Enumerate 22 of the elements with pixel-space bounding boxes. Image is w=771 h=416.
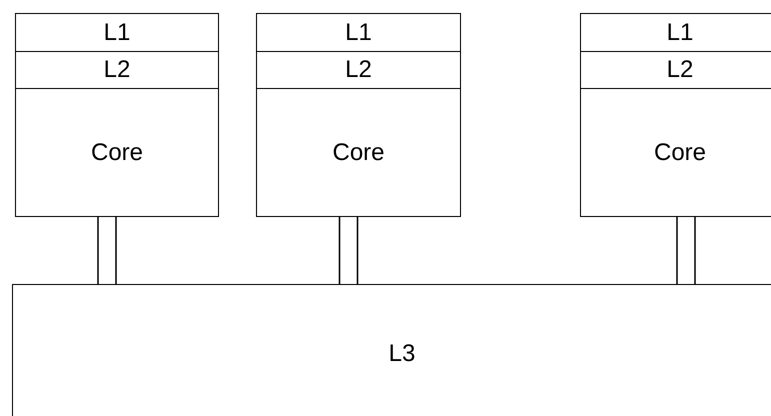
cache-box	[256, 51, 461, 89]
block-label: Core	[90, 140, 144, 164]
cache-box	[15, 51, 219, 89]
bus-connector	[97, 216, 117, 285]
core-box	[15, 88, 219, 217]
cache-box	[256, 13, 461, 52]
cache-box	[12, 284, 771, 416]
core-box	[580, 88, 771, 217]
block-label: L1	[666, 20, 694, 44]
cache-box	[15, 13, 219, 52]
block-label: L2	[666, 58, 694, 82]
block-label: L1	[345, 20, 372, 44]
block-label: Core	[332, 140, 385, 164]
block-label: L2	[345, 58, 372, 82]
bus-connector	[338, 216, 358, 285]
bus-connector	[676, 216, 696, 285]
block-label: L1	[104, 20, 130, 44]
core-box	[256, 88, 461, 217]
block-label: Core	[654, 140, 706, 164]
block-label: L2	[104, 58, 130, 82]
block-label: L3	[388, 342, 416, 366]
cache-box	[580, 13, 771, 52]
